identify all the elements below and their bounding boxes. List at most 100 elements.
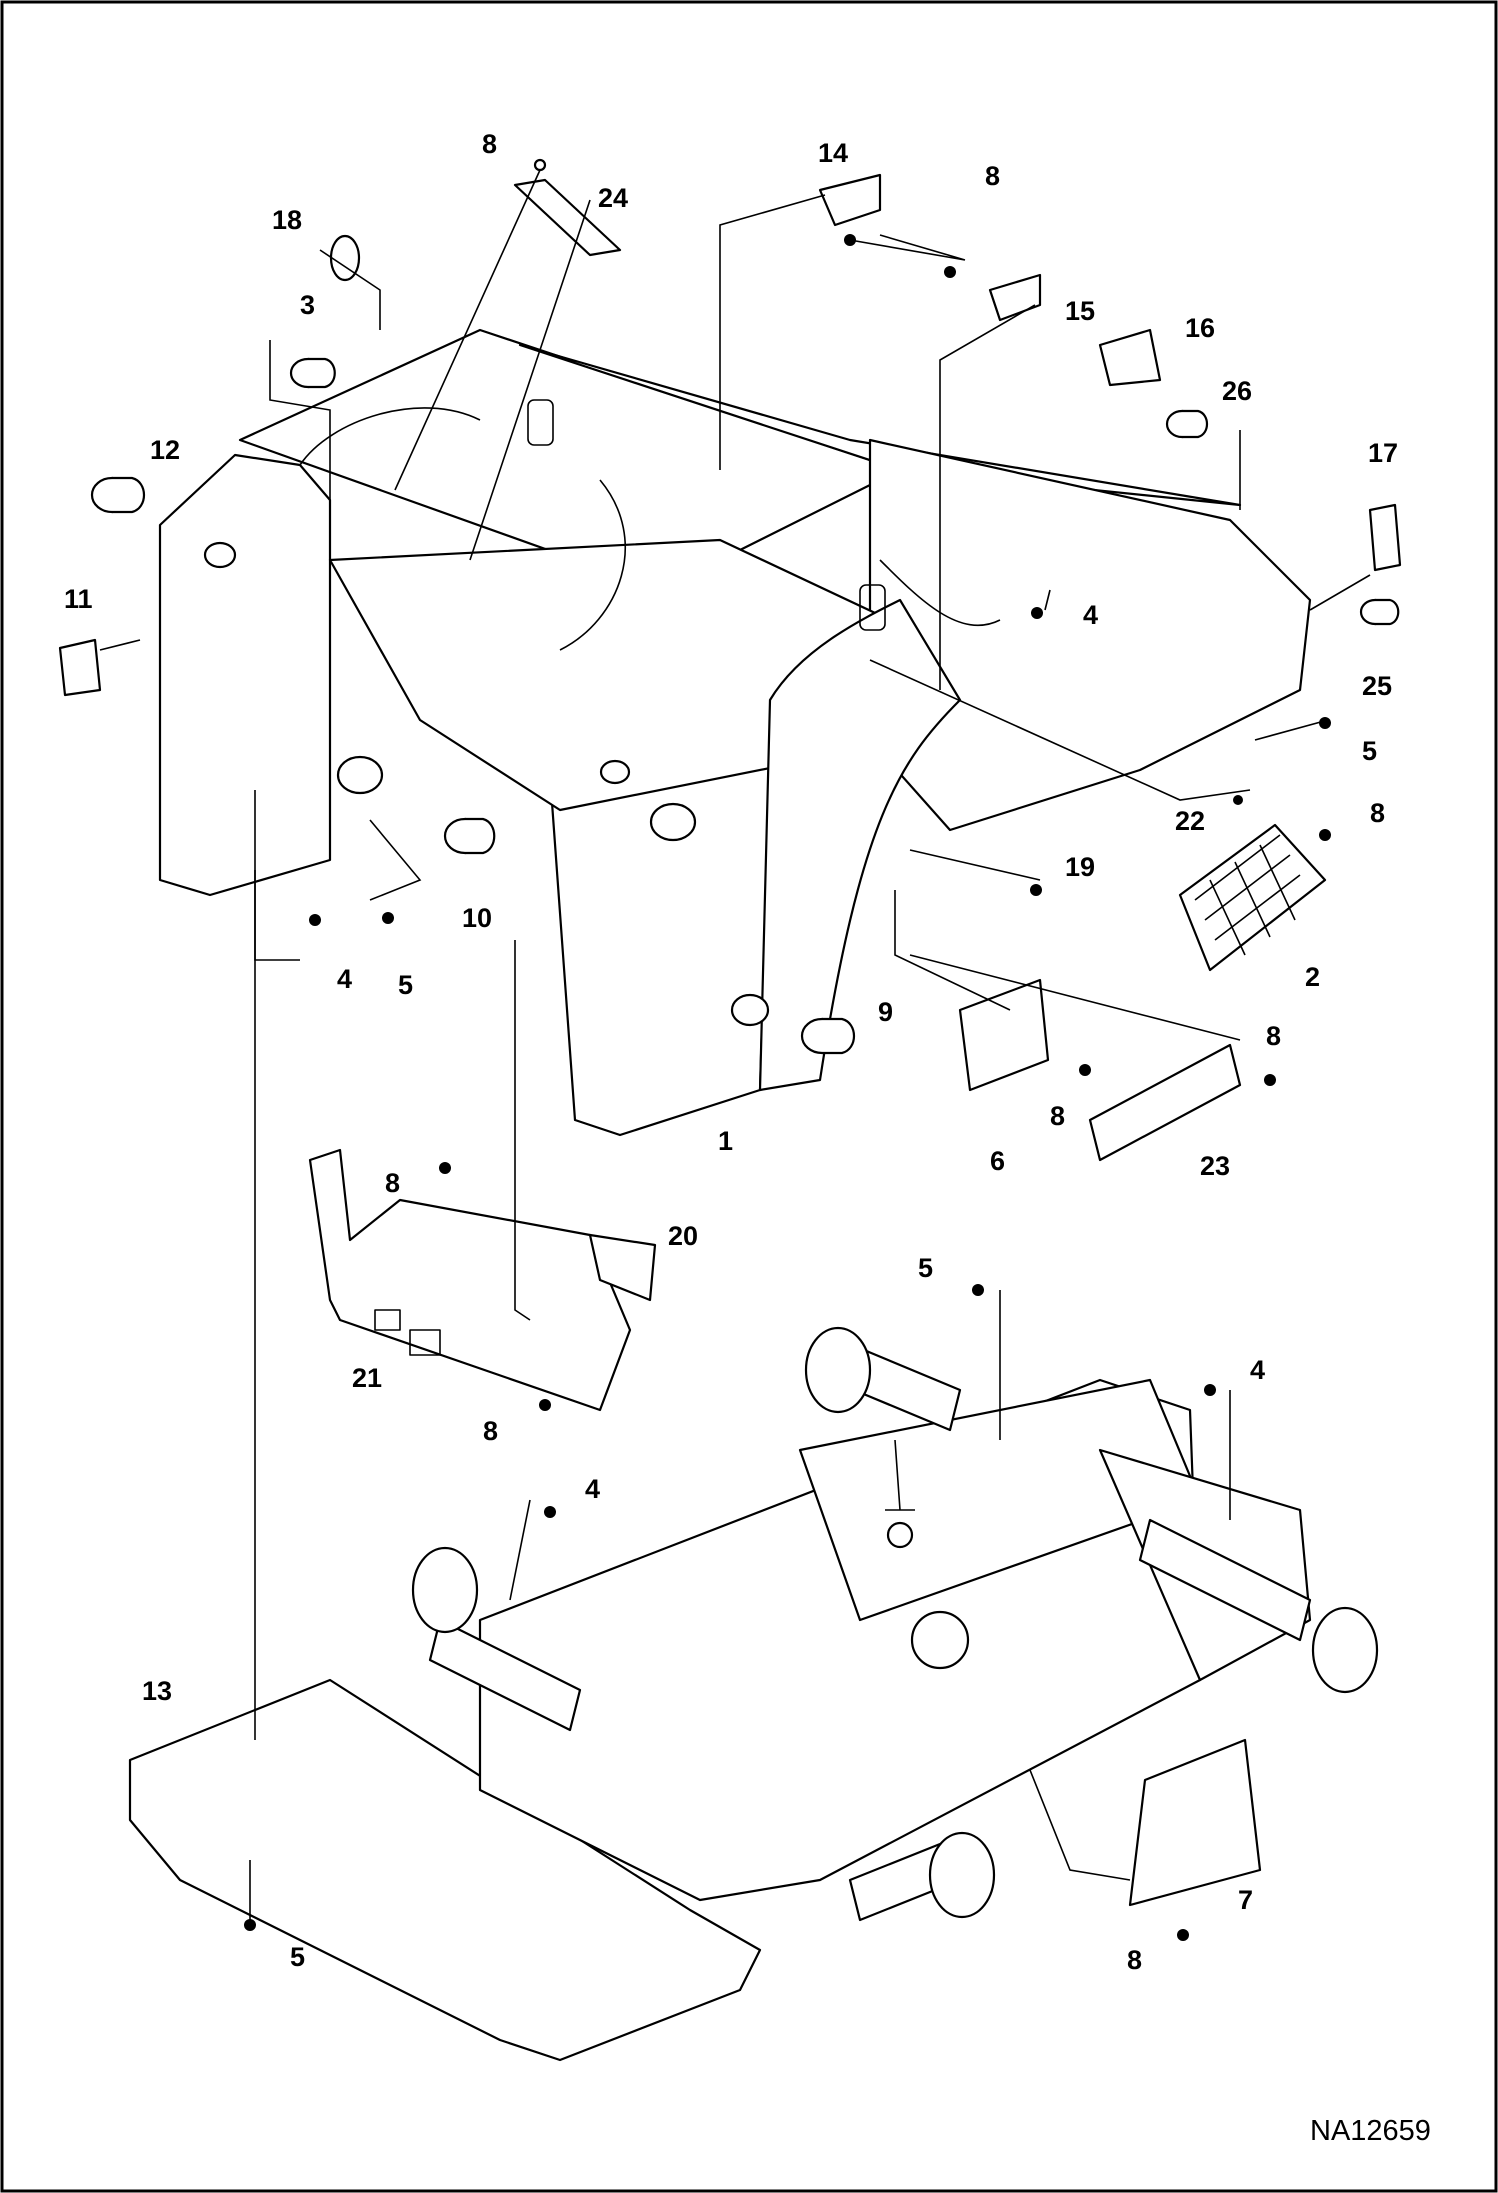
- leader-6: [894, 890, 1011, 1011]
- axle-rear-right: [1138, 1518, 1312, 1642]
- wheel-hub-rear-right: [1311, 1606, 1379, 1694]
- front-arm-sweep: [758, 598, 962, 1092]
- callout-17: 17: [1368, 438, 1398, 468]
- bolt-8-b: [944, 266, 956, 278]
- callout-5-right: 5: [1362, 736, 1377, 766]
- leader-4-right: [1044, 589, 1051, 611]
- callout-3: 3: [300, 290, 315, 320]
- grille-2: [1178, 823, 1327, 972]
- connector-block: [409, 1329, 441, 1356]
- fitting-assembly: [885, 1439, 915, 1511]
- leader-3: [269, 340, 331, 620]
- leader-4-lower-left: [509, 1499, 531, 1601]
- tower-top-boss: [599, 759, 631, 785]
- figure-reference: NA12659: [1310, 2115, 1431, 2147]
- callout-19: 19: [1065, 852, 1095, 882]
- control-bracket-assembly: [308, 1148, 657, 1412]
- leader-8-right: [849, 234, 966, 261]
- callout-8-bracket: 8: [385, 1168, 400, 1198]
- bracket-11: [58, 638, 102, 697]
- wheel-hub-front-left: [411, 1546, 479, 1634]
- washer-22: [1233, 795, 1243, 805]
- bolt-8-a: [844, 234, 856, 246]
- leader-14: [719, 194, 826, 470]
- axle-front-left: [428, 1618, 582, 1732]
- bolt-19: [1030, 884, 1042, 896]
- upright-pivot-boss: [203, 541, 237, 569]
- bushing-3-body: [308, 357, 336, 389]
- callout-16: 16: [1185, 313, 1215, 343]
- fasteners: [244, 234, 1331, 1941]
- callout-1: 1: [718, 1126, 733, 1156]
- slot-cutout-2: [527, 399, 554, 446]
- frame-opening-curve: [559, 479, 626, 651]
- callout-5-left: 5: [398, 970, 413, 1000]
- nut-5-d: [244, 1919, 256, 1931]
- left-upright-panel: [158, 453, 332, 897]
- bracket-15: [988, 273, 1042, 322]
- bracket-14: [818, 173, 882, 227]
- callout-8-grille: 8: [1370, 798, 1385, 828]
- bracket-16: [1098, 328, 1162, 387]
- callout-8-bottom: 8: [1127, 1945, 1142, 1975]
- callout-23: 23: [1200, 1151, 1230, 1181]
- callout-4-left: 4: [337, 964, 352, 994]
- callout-8-right: 8: [985, 161, 1000, 191]
- nut-5-c: [972, 1284, 984, 1296]
- leader-5-right: [1254, 719, 1329, 741]
- bushing-25-body: [1375, 598, 1400, 626]
- callout-24: 24: [598, 183, 628, 213]
- inspection-cover: [910, 1610, 970, 1670]
- callout-5-lower: 5: [918, 1253, 933, 1283]
- bolt-8-c: [1319, 829, 1331, 841]
- callout-21: 21: [352, 1363, 382, 1393]
- callout-6: 6: [990, 1146, 1005, 1176]
- callout-9: 9: [878, 997, 893, 1027]
- callout-10: 10: [462, 903, 492, 933]
- cover-plate-23: [1088, 1043, 1242, 1162]
- bushing-12-body: [112, 476, 146, 514]
- callout-26: 26: [1222, 376, 1252, 406]
- leader-19: [909, 849, 1041, 881]
- callout-4-lower-left: 4: [585, 1474, 600, 1504]
- callout-18: 18: [272, 205, 302, 235]
- leader-7: [1029, 1769, 1131, 1881]
- bolt-4-c: [1204, 1384, 1216, 1396]
- callout-20: 20: [668, 1221, 698, 1251]
- left-pivot-boss: [336, 755, 384, 795]
- bushing-26-body: [1182, 409, 1209, 439]
- bracket-20: [588, 1233, 657, 1302]
- nut-5-a: [1319, 717, 1331, 729]
- callout-11: 11: [64, 584, 93, 614]
- cover-plate-6: [958, 978, 1050, 1092]
- callout-4-lower-right: 4: [1250, 1355, 1265, 1385]
- callout-25: 25: [1362, 671, 1392, 701]
- leader-11: [99, 639, 141, 651]
- leader-22: [869, 659, 1251, 801]
- callout-2: 2: [1305, 962, 1320, 992]
- callout-12: 12: [150, 435, 180, 465]
- callout-15: 15: [1065, 296, 1095, 326]
- callout-22: 22: [1175, 806, 1205, 836]
- leader-24: [469, 199, 591, 561]
- bolt-4-a: [1031, 607, 1043, 619]
- leader-17: [1309, 574, 1371, 611]
- leader-18: [319, 249, 381, 330]
- bolt-8-e: [1079, 1064, 1091, 1076]
- bolt-4-d: [544, 1506, 556, 1518]
- callout-5-bottom: 5: [290, 1942, 305, 1972]
- front-bushing-boss: [649, 802, 697, 842]
- callout-13: 13: [142, 1676, 172, 1706]
- frame-contour-line: [299, 407, 481, 466]
- cover-plate-7: [1128, 1738, 1262, 1907]
- lower-chassis-assembly: [128, 1326, 1379, 2062]
- right-side-rail: [868, 438, 1312, 832]
- callout-4-right: 4: [1083, 600, 1098, 630]
- bolt-8-d: [1264, 1074, 1276, 1086]
- connector-block-2: [374, 1309, 401, 1331]
- callout-8-plate23: 8: [1266, 1021, 1281, 1051]
- callout-labels: 8 24 18 3 14 8 15 16 26 17 12 11 4 25 5 …: [64, 129, 1398, 1975]
- leader-20-vertical: [514, 940, 531, 1321]
